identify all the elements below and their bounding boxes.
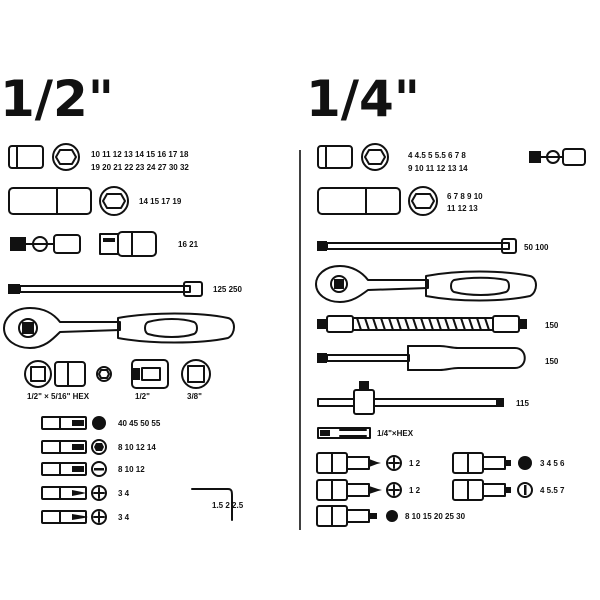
half-bit-row-5-icon xyxy=(41,509,107,525)
quarter-socket-sizes-row2: 9 10 11 12 13 14 xyxy=(408,164,468,173)
quarter-bit-left-sizes-3: 8 10 15 20 25 30 xyxy=(405,512,466,521)
quarter-spinner-handle-icon xyxy=(317,345,526,371)
title-half-inch: 1/2" xyxy=(0,70,114,128)
quarter-bit-right-2-icon xyxy=(452,479,533,501)
quarter-universal-joint-icon xyxy=(529,148,586,166)
quarter-bit-right-1-icon xyxy=(452,452,532,474)
quarter-bit-right-sizes-2: 4 5.5 7 xyxy=(540,486,565,495)
quarter-extension-bar-icon xyxy=(317,238,517,254)
quarter-bit-left-sizes-1: 1 2 xyxy=(409,459,421,468)
quarter-spinner-size: 150 xyxy=(545,357,559,366)
half-bit-sizes-2: 8 10 12 14 xyxy=(118,443,156,452)
title-quarter-inch: 1/4" xyxy=(306,70,420,128)
quarter-t-bar-icon xyxy=(317,381,504,415)
quarter-hex-adapter-icon xyxy=(317,427,371,439)
half-bit-row-4-icon xyxy=(41,485,107,501)
quarter-bit-left-1-icon xyxy=(316,452,402,474)
quarter-adapter-label: 1/4"×HEX xyxy=(377,429,414,438)
half-bit-row-3-icon xyxy=(41,461,107,477)
quarter-ratchet-icon xyxy=(315,265,537,303)
half-extension-sizes: 125 250 xyxy=(213,285,242,294)
quarter-t-bar-size: 115 xyxy=(516,399,529,408)
half-bit-sizes-3: 8 10 12 xyxy=(118,465,145,474)
quarter-socket-icon xyxy=(317,143,389,171)
half-adapters-icons xyxy=(24,359,211,389)
half-adapter-label-half: 1/2" xyxy=(135,392,150,401)
half-adapter-label-hex: 1/2" × 5/16" HEX xyxy=(27,392,90,401)
half-ratchet-icon xyxy=(3,307,235,349)
half-hex-key-icon xyxy=(191,488,233,521)
half-socket-icon xyxy=(8,143,80,171)
quarter-deep-sizes-row1: 6 7 8 9 10 xyxy=(447,192,483,201)
half-bit-sizes-4: 3 4 xyxy=(118,489,130,498)
quarter-flex-extension-size: 150 xyxy=(545,321,559,330)
half-bit-sizes-1: 40 45 50 55 xyxy=(118,419,161,428)
half-socket-sizes-row1: 10 11 12 13 14 15 16 17 18 xyxy=(91,150,189,159)
half-adapter-label-three-eighths: 3/8" xyxy=(187,392,202,401)
quarter-socket-sizes-row1: 4 4.5 5 5.5 6 7 8 xyxy=(408,151,466,160)
quarter-bit-right-sizes-1: 3 4 5 6 xyxy=(540,459,565,468)
half-extension-bar-icon xyxy=(8,281,203,297)
half-socket-sizes-row2: 19 20 21 22 23 24 27 30 32 xyxy=(91,163,189,172)
quarter-bit-left-sizes-2: 1 2 xyxy=(409,486,421,495)
half-bit-row-1-icon xyxy=(41,416,106,430)
quarter-flex-extension-icon xyxy=(317,315,527,333)
quarter-deep-socket-icon xyxy=(317,186,438,216)
half-hex-key-sizes: 1.5 2 2.5 xyxy=(212,501,244,510)
quarter-bit-left-3-icon xyxy=(316,505,398,527)
half-universal-sizes: 16 21 xyxy=(178,240,199,249)
half-deep-socket-icon xyxy=(8,186,129,216)
quarter-bit-left-2-icon xyxy=(316,479,402,501)
quarter-extension-sizes: 50 100 xyxy=(524,243,549,252)
half-universal-joint-icon xyxy=(10,231,157,257)
half-deep-socket-sizes: 14 15 17 19 xyxy=(139,197,182,206)
half-bit-sizes-5: 3 4 xyxy=(118,513,130,522)
half-bit-row-2-icon xyxy=(41,439,107,455)
quarter-deep-sizes-row2: 11 12 13 xyxy=(447,204,478,213)
